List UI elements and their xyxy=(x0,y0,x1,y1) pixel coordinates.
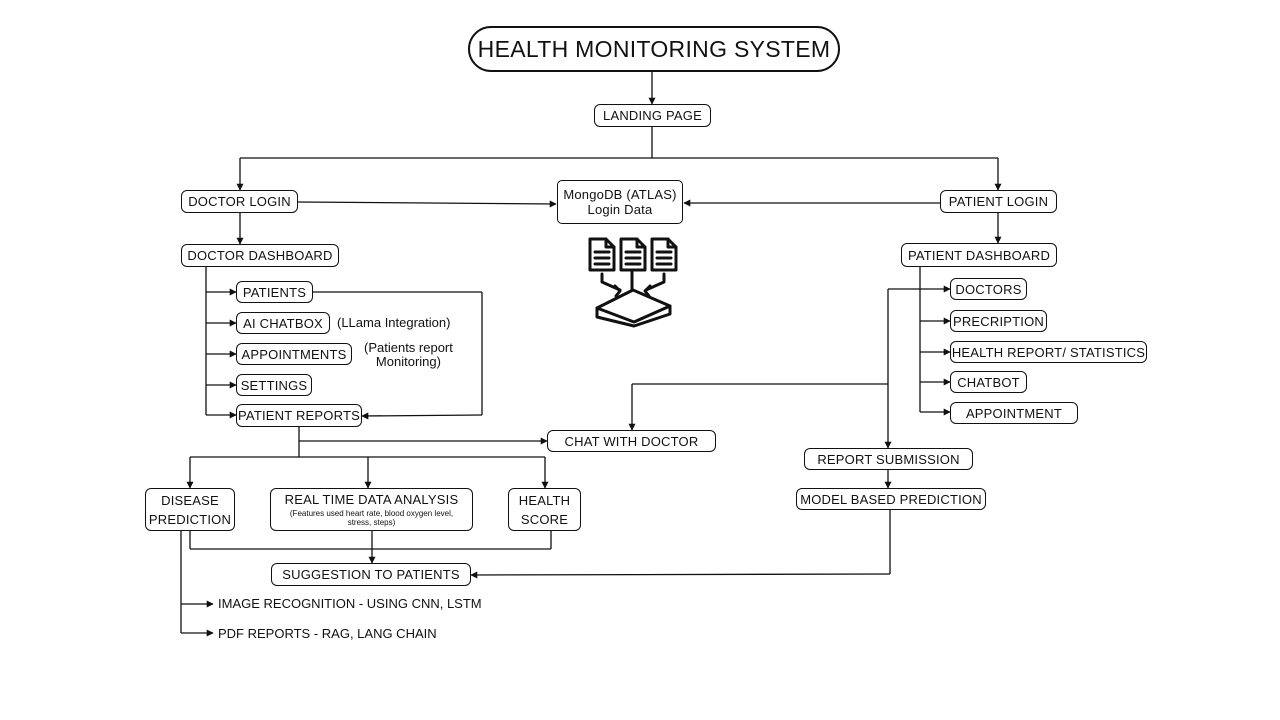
real-time-analysis-label: REAL TIME DATA ANALYSIS xyxy=(284,492,459,507)
disease-prediction-line1: DISEASE xyxy=(161,492,219,508)
database-label-line2: Login Data xyxy=(587,202,653,217)
doctor-item-patients: PATIENTS xyxy=(236,281,313,303)
suggestion-to-patients-node: SUGGESTION TO PATIENTS xyxy=(271,563,471,586)
database-node: MongoDB (ATLAS) Login Data xyxy=(557,180,683,224)
real-time-analysis-features: (Features used heart rate, blood oxygen … xyxy=(289,509,454,527)
real-time-analysis-node: REAL TIME DATA ANALYSIS (Features used h… xyxy=(270,488,473,531)
database-label-line1: MongoDB (ATLAS) xyxy=(563,187,677,202)
patient-item-doctors: DOCTORS xyxy=(950,278,1027,300)
monitoring-note: (Patients report Monitoring) xyxy=(364,341,453,369)
monitoring-note-line2: Monitoring) xyxy=(375,354,441,369)
patient-item-appointment: APPOINTMENT xyxy=(950,402,1078,424)
doctor-dashboard-node: DOCTOR DASHBOARD xyxy=(181,244,339,267)
model-based-prediction-node: MODEL BASED PREDICTION xyxy=(796,488,986,510)
disease-prediction-node: DISEASE PREDICTION xyxy=(145,488,235,531)
output-image-recognition: IMAGE RECOGNITION - USING CNN, LSTM xyxy=(218,596,482,611)
health-score-node: HEALTH SCORE xyxy=(508,488,581,531)
patient-item-health-report: HEALTH REPORT/ STATISTICS xyxy=(950,341,1147,363)
output-pdf-reports: PDF REPORTS - RAG, LANG CHAIN xyxy=(218,626,437,641)
doctor-item-ai-chatbox: AI CHATBOX xyxy=(236,312,330,334)
health-score-line2: SCORE xyxy=(520,511,569,527)
doctor-login-node: DOCTOR LOGIN xyxy=(181,190,298,213)
chat-with-doctor-node: CHAT WITH DOCTOR xyxy=(547,430,716,452)
patient-item-prescription: PRECRIPTION xyxy=(950,310,1047,332)
doctor-item-appointments: APPOINTMENTS xyxy=(236,343,352,365)
landing-page-node: LANDING PAGE xyxy=(594,104,711,127)
system-title: HEALTH MONITORING SYSTEM xyxy=(468,26,840,72)
database-documents-icon xyxy=(588,237,678,328)
doctor-item-patient-reports: PATIENT REPORTS xyxy=(236,404,362,427)
monitoring-note-line1: (Patients report xyxy=(364,340,453,355)
health-score-line1: HEALTH xyxy=(518,492,571,508)
patient-login-node: PATIENT LOGIN xyxy=(940,190,1057,213)
report-submission-node: REPORT SUBMISSION xyxy=(804,448,973,470)
doctor-item-settings: SETTINGS xyxy=(236,374,312,396)
llama-integration-note: (LLama Integration) xyxy=(337,315,451,330)
disease-prediction-line2: PREDICTION xyxy=(148,511,232,527)
patient-item-chatbot: CHATBOT xyxy=(950,371,1027,393)
patient-dashboard-node: PATIENT DASHBOARD xyxy=(901,243,1057,267)
